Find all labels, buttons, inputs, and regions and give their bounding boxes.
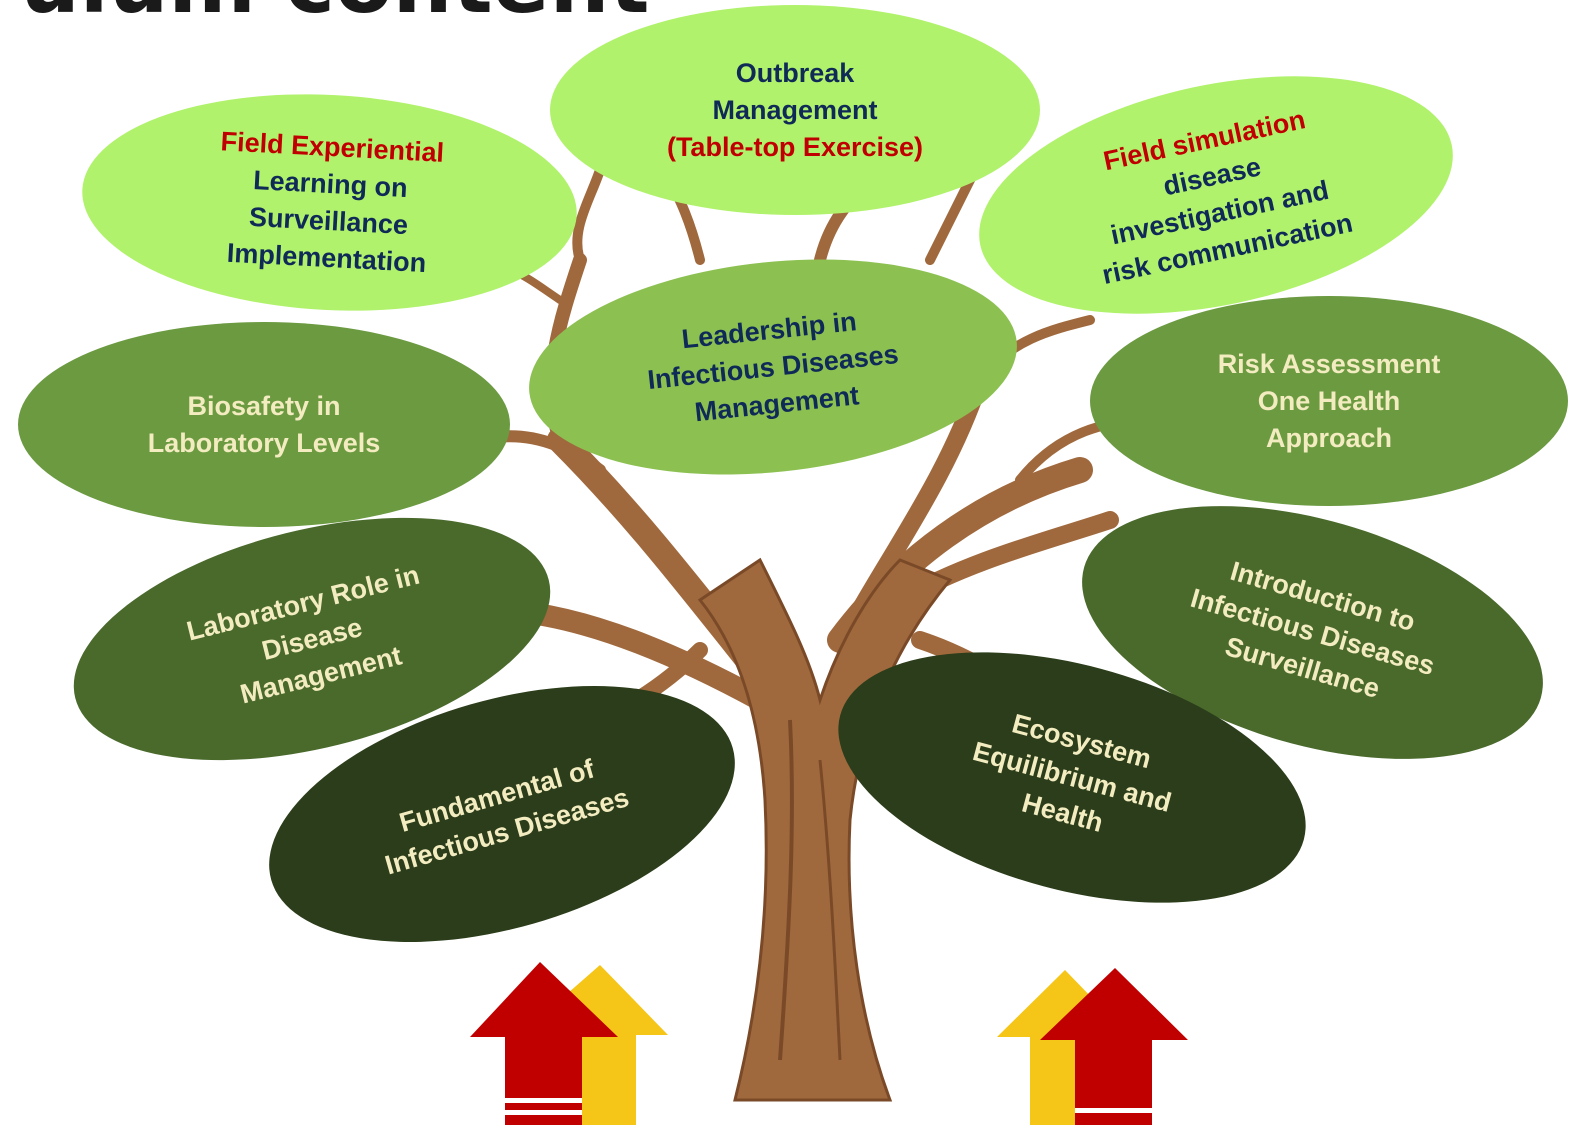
leaf-biosafety-line2: Laboratory Levels [147, 427, 381, 458]
leaf-outbreak-line2: Management [712, 94, 878, 125]
leaf-outbreak-line1: Outbreak [735, 57, 855, 88]
arrow-red-left [470, 962, 618, 1125]
growth-arrow-right [997, 968, 1188, 1125]
leaf-risk-assessment: Risk Assessment One Health Approach [1090, 296, 1568, 506]
leaf-risk-assessment-line2: One Health [1257, 385, 1401, 416]
leaf-biosafety-line1: Biosafety in [187, 390, 341, 421]
leaf-risk-assessment-line1: Risk Assessment [1217, 348, 1441, 379]
growth-arrow-left [470, 962, 668, 1125]
arrow-red-right [1040, 968, 1188, 1125]
leaf-outbreak-line3: (Table-top Exercise) [666, 131, 924, 162]
leaf-risk-assessment-line3: Approach [1265, 422, 1392, 453]
leaf-outbreak-management: Outbreak Management (Table-top Exercise) [550, 5, 1040, 215]
leaf-biosafety: Biosafety in Laboratory Levels [18, 322, 510, 527]
